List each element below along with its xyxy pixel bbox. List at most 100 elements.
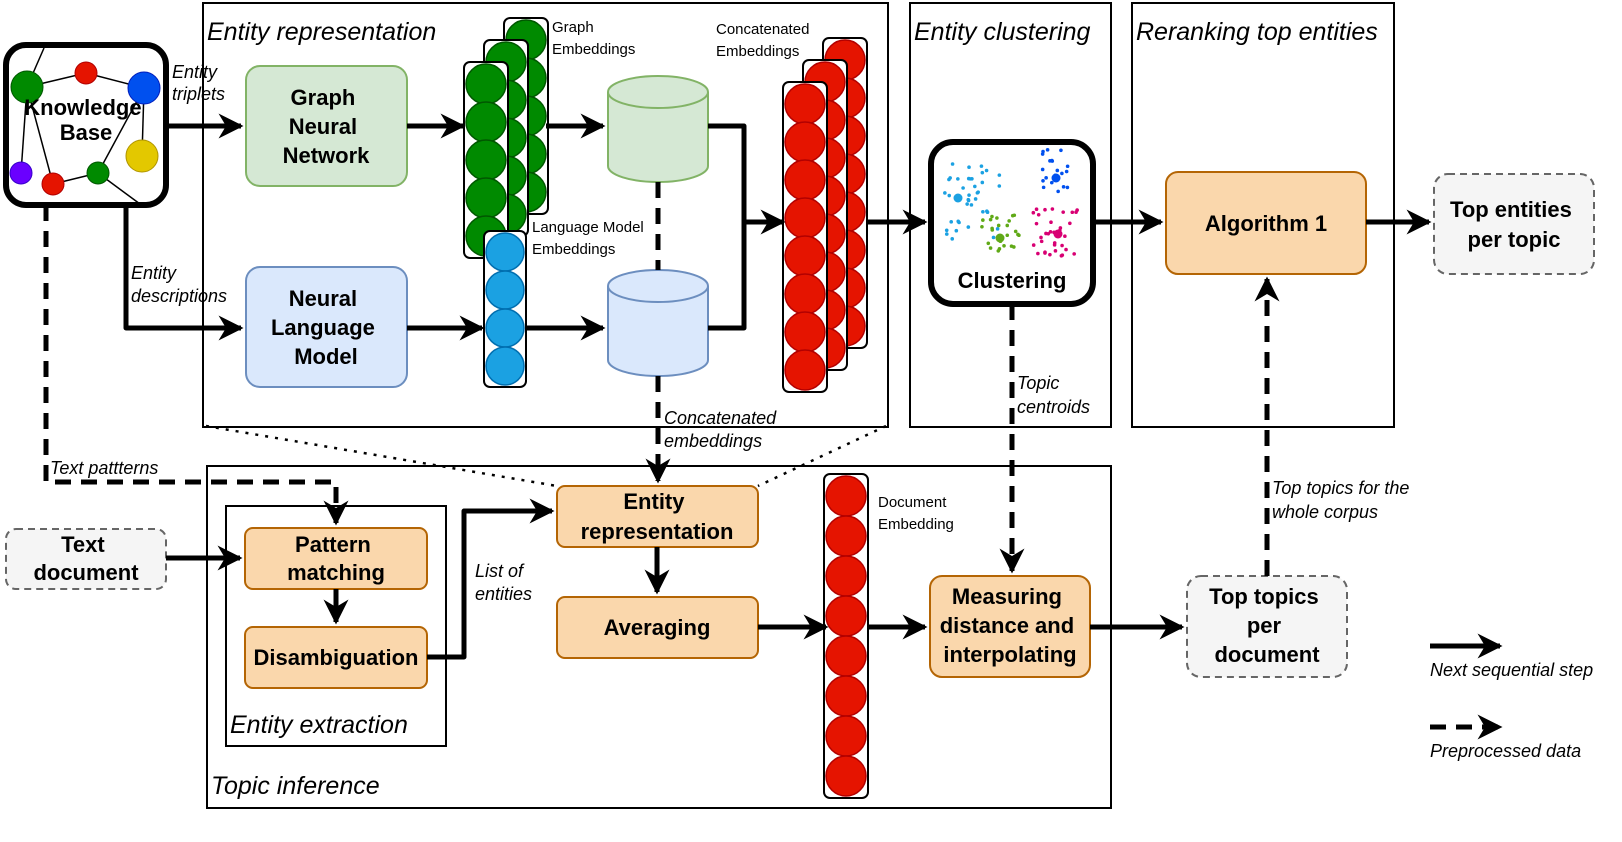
cluster-point — [943, 191, 947, 195]
label-graph-embeddings: Graph Embeddings — [552, 19, 635, 58]
document-embedding-stack-cell — [825, 675, 867, 717]
cluster-point — [949, 220, 954, 224]
cluster-point — [969, 203, 974, 207]
cluster-point — [967, 193, 971, 197]
cluster-point — [1064, 247, 1068, 252]
cluster-point — [991, 235, 996, 240]
graph-embedding-stack-cell — [465, 101, 507, 143]
cluster-point — [986, 241, 991, 246]
cluster-point — [980, 180, 985, 185]
graph-embedding-stack-cell — [465, 177, 507, 219]
cluster-point — [1043, 207, 1047, 212]
section-title-entity-clustering: Entity clustering — [914, 18, 1091, 46]
document-embedding-stack-layer-0 — [823, 473, 869, 799]
cluster-point — [1005, 223, 1010, 228]
graph-embedding-stack-cell — [465, 63, 507, 105]
arrow-disambiguation-to-entity-rep — [427, 498, 555, 660]
cluster-point — [981, 218, 985, 222]
cluster-point — [1039, 235, 1043, 240]
cluster-point — [961, 186, 965, 190]
cluster-point — [1013, 229, 1018, 234]
label-entity-triplets: Entity triplets — [172, 62, 225, 104]
lm-embedding-stack-layer-0 — [483, 230, 527, 388]
concat-embedding-stack-cell — [784, 159, 826, 201]
cluster-point — [1064, 169, 1069, 174]
cluster-point — [956, 177, 960, 181]
concat-embedding-stack-cell — [784, 273, 826, 315]
cluster-point — [973, 184, 977, 189]
concat-embedding-stack-cell — [784, 197, 826, 239]
cluster-point — [990, 226, 994, 231]
cluster-point — [1046, 232, 1051, 236]
cluster-point — [1005, 233, 1010, 238]
cluster-scatter-icon — [943, 148, 1079, 258]
measuring-label: Measuring distance and interpolating — [940, 584, 1081, 667]
cluster-point — [948, 176, 952, 180]
cluster-point — [1056, 189, 1060, 194]
cluster-point — [1039, 239, 1044, 244]
top-topics-label: Top topics per document — [1209, 584, 1325, 667]
cluster-point — [995, 227, 1000, 231]
cluster-point — [1055, 168, 1060, 173]
averaging-label: Averaging — [604, 615, 711, 640]
cluster-point — [1034, 221, 1039, 226]
kb-node-purple — [9, 161, 33, 185]
cluster-point — [1060, 253, 1065, 257]
cluster-point — [1058, 226, 1063, 230]
cluster-point — [1068, 221, 1072, 226]
cluster-point — [1031, 210, 1036, 215]
cluster-point — [1070, 210, 1075, 215]
document-embedding-stack-cell — [825, 635, 867, 677]
cluster-point — [1041, 149, 1045, 154]
cluster-point — [966, 197, 971, 202]
cluster-point — [944, 232, 949, 236]
lm-embedding-stack-cell — [485, 308, 525, 348]
kb-node-green-2 — [86, 161, 110, 185]
cluster-point — [985, 209, 989, 214]
label-top-topics-corpus: Top topics for the whole corpus — [1272, 478, 1414, 522]
graph-embedding-store — [607, 75, 709, 183]
solid-arrows — [123, 113, 1432, 660]
concat-embedding-stack-cell — [784, 235, 826, 277]
document-embedding-stack-cell — [825, 715, 867, 757]
cluster-point — [1052, 241, 1057, 245]
cluster-point — [1059, 148, 1063, 153]
cluster-point — [1041, 185, 1046, 190]
kb-node-blue — [127, 71, 161, 105]
cluster-point — [1053, 249, 1058, 253]
cluster-point — [1041, 179, 1045, 183]
kb-node-red — [74, 61, 98, 85]
cluster-point — [988, 217, 993, 222]
cluster-point — [1074, 210, 1078, 215]
dotted-zoom-lines — [205, 424, 887, 488]
arrow-kb-to-nlm — [123, 205, 244, 341]
cluster-point — [1031, 243, 1036, 247]
cluster-point — [966, 225, 971, 229]
cluster-point — [965, 202, 969, 206]
knowledge-base-label: Knowledge Base — [24, 95, 147, 145]
cluster-point — [1061, 185, 1066, 189]
cluster-point — [990, 214, 994, 219]
section-title-topic-inference: Topic inference — [211, 772, 380, 800]
cluster-centroid — [995, 233, 1005, 243]
arrow-cylinders-to-concat — [708, 123, 783, 331]
nlm-label: Neural Language Model — [271, 286, 381, 369]
label-document-embedding: Document Embedding — [878, 494, 954, 533]
cluster-point — [1048, 252, 1052, 257]
document-embedding-stack-cell — [825, 475, 867, 517]
cluster-point — [1063, 234, 1067, 239]
cluster-point — [1050, 158, 1054, 163]
label-entity-descriptions: Entity descriptions — [131, 263, 227, 306]
top-entities-label: Top entities per topic — [1450, 197, 1578, 252]
document-embedding-stack-cell — [825, 755, 867, 797]
section-title-reranking: Reranking top entities — [1136, 18, 1378, 46]
cluster-point — [995, 216, 999, 220]
document-embedding-stack-cell — [825, 515, 867, 557]
cluster-point — [1009, 244, 1014, 248]
cluster-point — [980, 225, 984, 229]
document-embedding-stack-cell — [825, 595, 867, 637]
cluster-point — [947, 193, 952, 198]
document-embedding-stack-cell — [825, 555, 867, 597]
kb-node-red-2 — [41, 172, 65, 196]
